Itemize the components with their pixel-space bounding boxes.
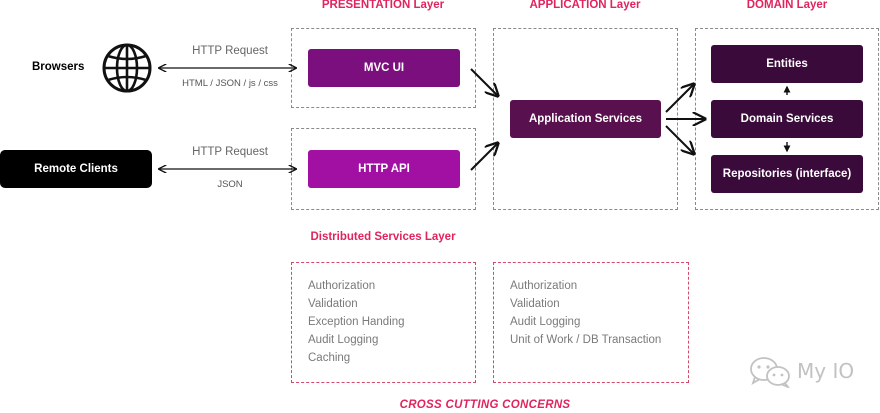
list-item: Validation [308,298,358,310]
application-services-label: Application Services [528,113,643,125]
repositories-label: Repositories (interface) [722,168,852,180]
list-item: Authorization [308,280,376,292]
browser-request-label: HTTP Request [192,45,268,57]
cross-cutting-title: CROSS CUTTING CONCERNS [399,399,571,411]
list-item: Audit Logging [308,334,379,346]
list-item: Caching [308,352,351,364]
list-item: Authorization [510,280,578,292]
application-layer-title: APPLICATION Layer [529,0,641,11]
list-item: Unit of Work / DB Transaction [510,334,662,346]
globe-icon [101,42,153,94]
cross-cutting-right-container [493,262,689,383]
repositories-box: Repositories (interface) [711,155,863,193]
mvc-ui-label: MVC UI [363,62,405,74]
cross-cutting-left-container [291,262,476,383]
browsers-label: Browsers [32,61,85,73]
http-api-label: HTTP API [358,163,410,175]
mvc-ui-box: MVC UI [308,49,460,87]
domain-layer-title: DOMAIN Layer [746,0,828,11]
domain-services-label: Domain Services [740,113,834,125]
mvc-to-app-arrow [470,68,498,96]
list-item: Audit Logging [510,316,581,328]
cross-cutting-left-list: Authorization Validation Exception Handi… [308,277,405,367]
application-services-box: Application Services [510,100,661,138]
app-to-entities-arrow [665,84,694,113]
presentation-layer-title: PRESENTATION Layer [321,0,445,11]
http-api-box: HTTP API [308,150,460,188]
remote-clients-box: Remote Clients [0,150,152,188]
entities-label: Entities [766,58,808,70]
remote-format-label: JSON [217,179,243,190]
list-item: Validation [510,298,560,310]
api-to-app-arrow [470,143,498,171]
app-to-repositories-arrow [665,125,694,154]
remote-clients-label: Remote Clients [34,163,118,175]
browser-formats-label: HTML / JSON / js / css [182,78,278,89]
wechat-icon [749,356,791,390]
distributed-layer-title: Distributed Services Layer [310,231,456,243]
domain-services-box: Domain Services [711,100,863,138]
cross-cutting-right-list: Authorization Validation Audit Logging U… [510,277,661,349]
entities-box: Entities [711,45,863,83]
list-item: Exception Handing [308,316,405,328]
watermark-text: My IO [797,359,855,383]
remote-request-label: HTTP Request [192,146,268,158]
